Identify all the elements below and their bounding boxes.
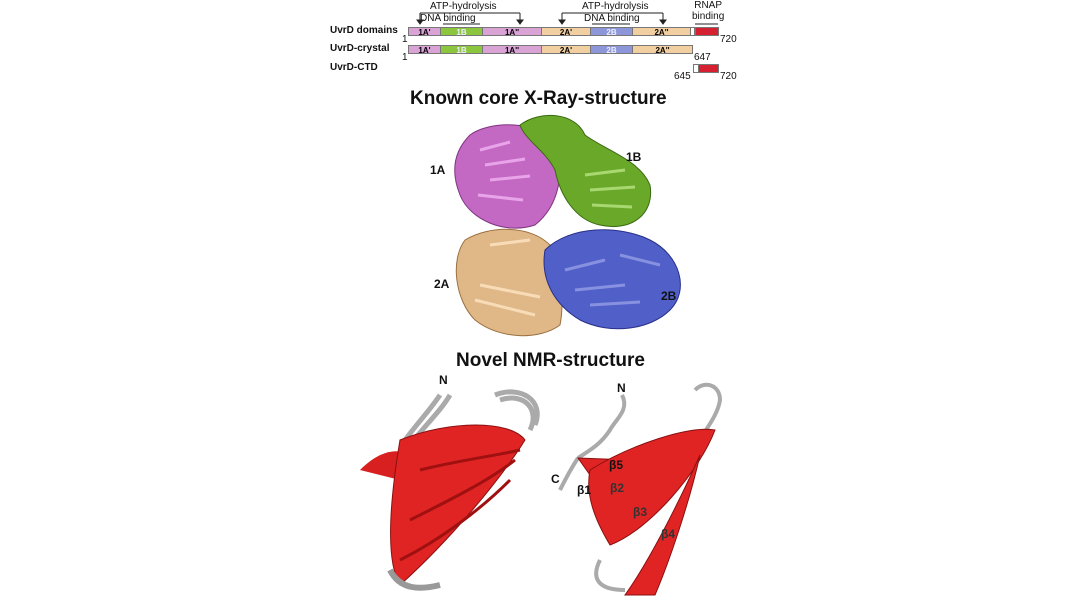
start-residue: 1 bbox=[402, 34, 408, 45]
nmr-single-model bbox=[558, 382, 723, 596]
n-terminus-label: N bbox=[617, 381, 626, 395]
beta1-label: β1 bbox=[577, 483, 591, 497]
beta4-label: β4 bbox=[661, 527, 675, 541]
nmr-ensemble-n-terminus-label: N bbox=[439, 373, 448, 387]
dna-binding-label-2: DNA binding bbox=[584, 13, 640, 24]
ctd-segment bbox=[698, 64, 719, 73]
nmr-ensemble bbox=[360, 389, 540, 591]
nmr-title: Novel NMR-structure bbox=[456, 350, 645, 371]
domain-label-1b: 1B bbox=[626, 150, 642, 164]
start-residue: 645 bbox=[674, 71, 691, 82]
row-label-uvrd-crystal: UvrD-crystal bbox=[330, 43, 390, 54]
domain-label-2a: 2A bbox=[434, 277, 450, 291]
dna-binding-label-1: DNA binding bbox=[420, 13, 476, 24]
row-label-uvrd-ctd: UvrD-CTD bbox=[330, 62, 378, 73]
end-residue: 647 bbox=[694, 52, 711, 63]
xray-title: Known core X-Ray-structure bbox=[410, 88, 667, 109]
start-residue: 1 bbox=[402, 52, 408, 63]
domain-1b-ribbon bbox=[519, 114, 652, 227]
domain-label-1a: 1A bbox=[430, 163, 446, 177]
atp-hydrolysis-label-1: ATP-hydrolysis bbox=[430, 1, 497, 12]
row-label-uvrd-domains: UvrD domains bbox=[330, 25, 398, 36]
beta2-label: β2 bbox=[610, 481, 624, 495]
end-residue: 720 bbox=[720, 34, 737, 45]
domain-2a-ribbon bbox=[455, 228, 563, 337]
end-residue: 720 bbox=[720, 71, 737, 82]
beta5-label: β5 bbox=[609, 458, 623, 472]
linker-segment bbox=[690, 27, 695, 36]
segment-2a-double-prime: 2A'' bbox=[632, 45, 693, 55]
domain-2b-ribbon bbox=[543, 229, 681, 330]
domain-label-2b: 2B bbox=[661, 289, 677, 303]
c-terminus-label: C bbox=[551, 472, 560, 486]
beta3-label: β3 bbox=[633, 505, 647, 519]
ctd-segment bbox=[695, 27, 719, 36]
atp-hydrolysis-label-2: ATP-hydrolysis bbox=[582, 1, 649, 12]
rnap-binding-label: RNAP binding bbox=[692, 0, 725, 22]
